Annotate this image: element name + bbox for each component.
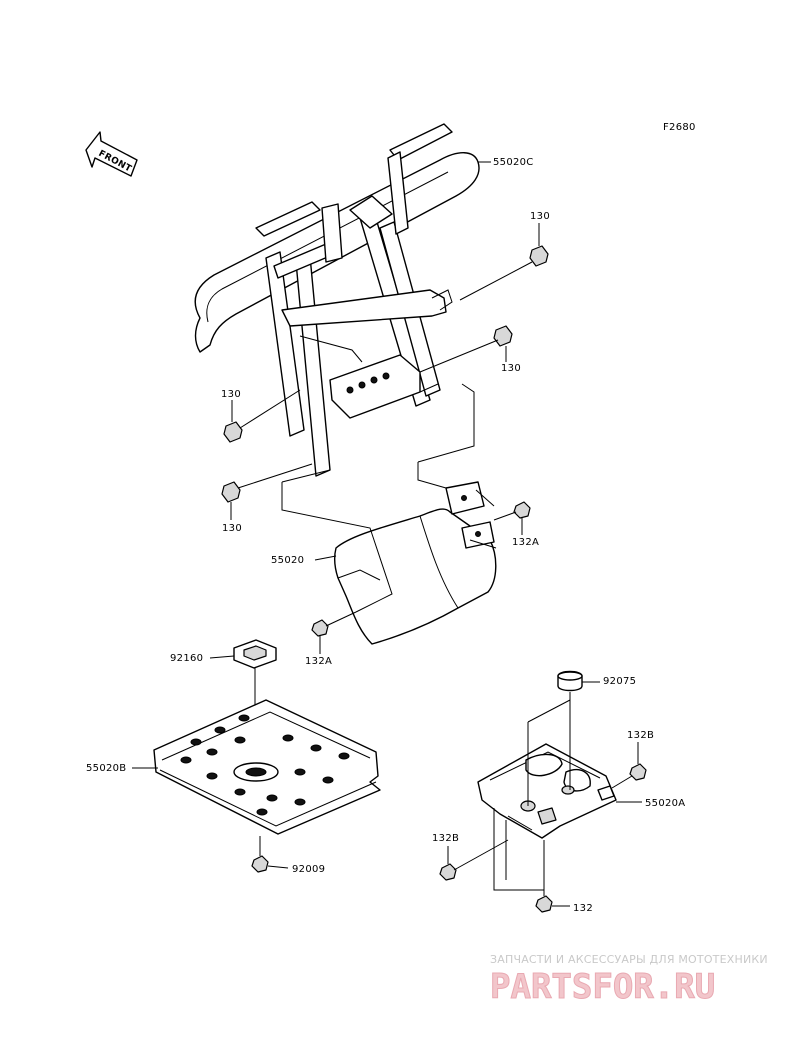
label-130-left-lower: 130 [222,523,242,534]
cushion-92160-icon [233,639,277,669]
label-132a-right: 132A [512,537,539,548]
bolt-132a-right-icon [493,501,531,521]
lower-guard-55020 [333,481,497,645]
label-132: 132 [573,903,593,914]
skid-plate-55020b [153,699,381,835]
label-130-mid-right: 130 [501,363,521,374]
bolt-92009-icon [251,836,269,873]
watermark-logo: PARTSFOR.RU [490,967,715,1007]
skid-plate-holes [180,714,350,816]
label-92160: 92160 [170,653,203,664]
front-arrow-icon: FRONT [85,131,138,177]
label-132b-right: 132B [627,730,654,741]
label-132b-left: 132B [432,833,459,844]
label-55020: 55020 [271,555,304,566]
label-130-top-right: 130 [530,211,550,222]
bolt-132b-left-icon [439,839,509,881]
label-132a-left: 132A [305,656,332,667]
figure-code: F2680 [663,122,696,133]
watermark-tagline: ЗАПЧАСТИ И АКСЕССУАРЫ ДЛЯ МОТОТЕХНИКИ [490,953,768,966]
small-guard-55020a [477,743,617,839]
bolt-132b-right-icon [611,763,647,789]
bolt-130-top-right-icon [459,245,549,301]
bolt-130-left-upper-icon [223,389,301,443]
label-130-left-upper: 130 [221,389,241,400]
label-92075: 92075 [603,676,636,687]
front-guard-55020c [194,123,480,477]
bolt-132-icon [535,840,553,913]
label-55020b: 55020B [86,763,126,774]
bolt-132a-left-icon [311,611,357,637]
label-92009: 92009 [292,864,325,875]
label-55020c: 55020C [493,157,534,168]
grommet-92075-icon [557,670,583,692]
bolt-130-mid-right-icon [419,325,513,373]
label-55020a: 55020A [645,798,685,809]
bolt-130-left-lower-icon [221,463,313,503]
